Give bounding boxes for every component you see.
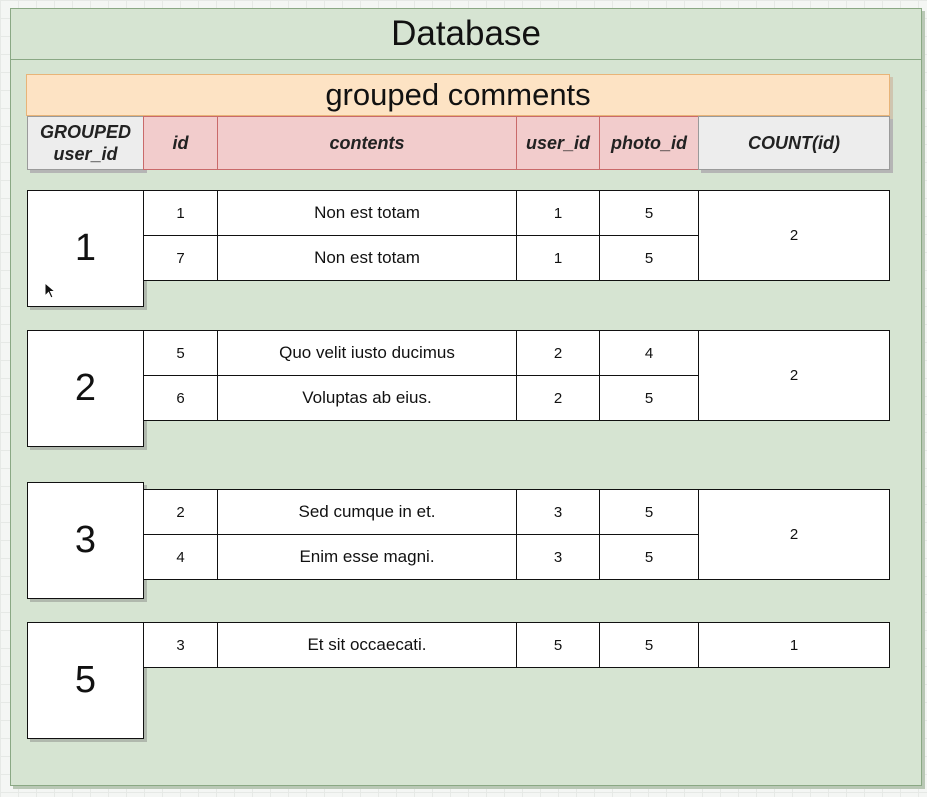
header-grouped-line1: GROUPED: [39, 122, 131, 142]
cell-user-id: 2: [516, 330, 600, 376]
cell-id: 7: [143, 235, 218, 281]
cell-contents: Enim esse magni.: [217, 534, 517, 580]
group-user-id-box: 3: [27, 482, 144, 599]
cell-count-id: 2: [698, 330, 890, 421]
cell-photo-id: 5: [599, 190, 699, 236]
header-id: id: [143, 116, 218, 170]
cell-count-id: 2: [698, 190, 890, 281]
header-grouped-user-id: GROUPED user_id: [27, 116, 144, 170]
cell-photo-id: 5: [599, 235, 699, 281]
cell-count-id: 1: [698, 622, 890, 668]
cell-photo-id: 5: [599, 622, 699, 668]
cell-contents: Sed cumque in et.: [217, 489, 517, 535]
database-title-bar: Database: [11, 9, 921, 60]
header-photo-id: photo_id: [599, 116, 699, 170]
cell-count-id: 2: [698, 489, 890, 580]
cell-contents: Et sit occaecati.: [217, 622, 517, 668]
cell-user-id: 1: [516, 235, 600, 281]
cell-photo-id: 5: [599, 489, 699, 535]
cell-id: 3: [143, 622, 218, 668]
cell-photo-id: 5: [599, 534, 699, 580]
cell-id: 5: [143, 330, 218, 376]
cell-id: 1: [143, 190, 218, 236]
cell-contents: Non est totam: [217, 235, 517, 281]
table-title: grouped comments: [26, 74, 890, 116]
header-user-id: user_id: [516, 116, 600, 170]
cell-id: 4: [143, 534, 218, 580]
cell-user-id: 1: [516, 190, 600, 236]
cell-user-id: 2: [516, 375, 600, 421]
group-user-id-box: 5: [27, 622, 144, 739]
database-title: Database: [391, 14, 541, 53]
header-count-id: COUNT(id): [698, 116, 890, 170]
header-contents: contents: [217, 116, 517, 170]
cell-user-id: 5: [516, 622, 600, 668]
cell-contents: Non est totam: [217, 190, 517, 236]
cell-contents: Voluptas ab eius.: [217, 375, 517, 421]
mouse-cursor-icon: [44, 282, 57, 299]
cell-id: 6: [143, 375, 218, 421]
cell-contents: Quo velit iusto ducimus: [217, 330, 517, 376]
cell-photo-id: 4: [599, 330, 699, 376]
header-grouped-line2: user_id: [53, 144, 118, 164]
cell-photo-id: 5: [599, 375, 699, 421]
cell-user-id: 3: [516, 489, 600, 535]
group-user-id-box: 2: [27, 330, 144, 447]
cell-id: 2: [143, 489, 218, 535]
cell-user-id: 3: [516, 534, 600, 580]
